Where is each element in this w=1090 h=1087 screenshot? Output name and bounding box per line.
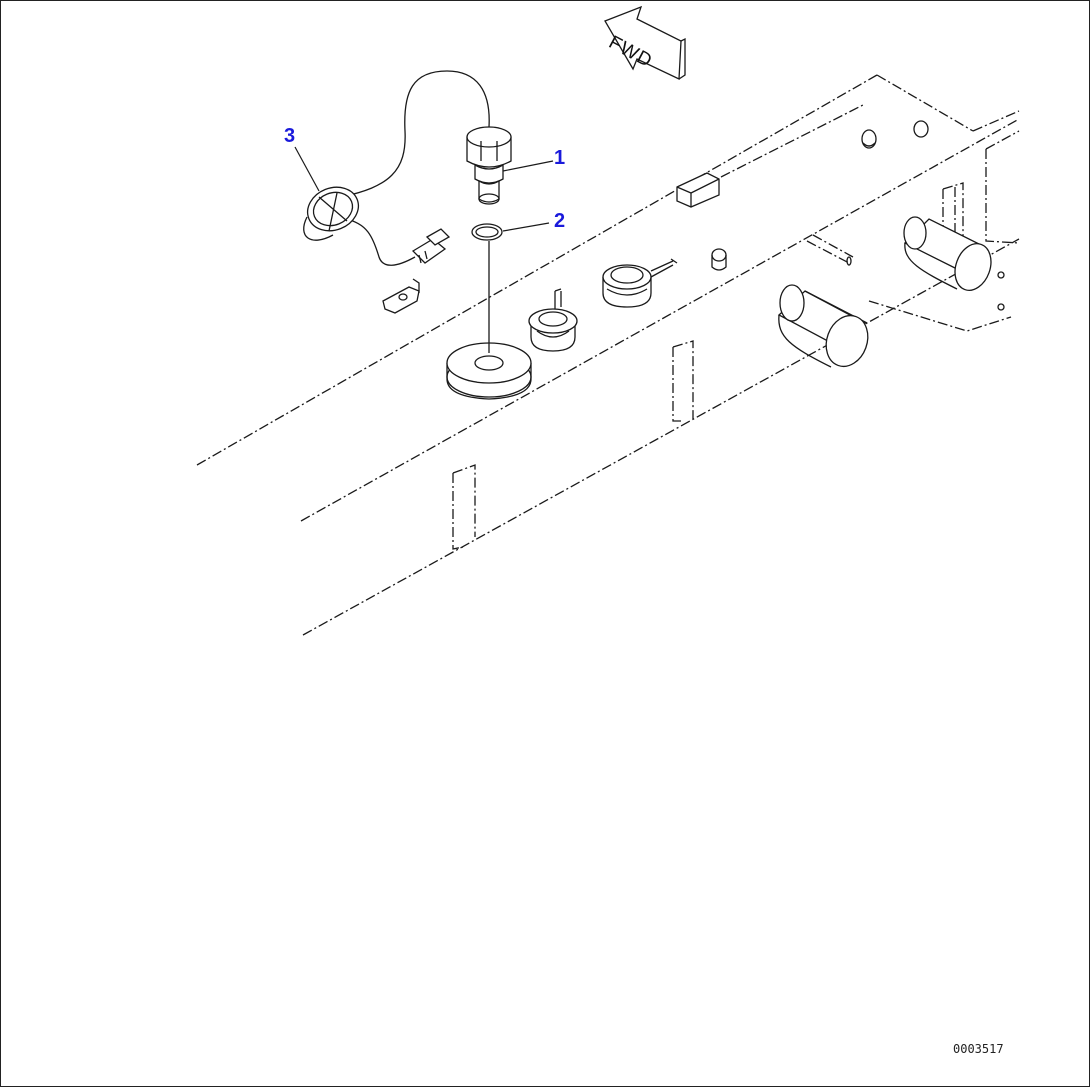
cap-left [528, 288, 578, 352]
part-1-switch [466, 126, 512, 205]
callout-3: 3 [284, 125, 296, 147]
callout-1: 1 [554, 147, 566, 169]
boss-cylinder-left [777, 284, 869, 368]
drawing-code: 0003517 [953, 1042, 1004, 1056]
boss-cylinder-right [903, 216, 992, 291]
leader-lines [294, 146, 554, 232]
part-3-harness [303, 70, 490, 314]
mounting-boss [446, 342, 532, 400]
callout-2: 2 [554, 210, 566, 232]
frame-beam [196, 74, 1020, 636]
fwd-arrow-icon [604, 5, 686, 81]
part-2-oring [471, 223, 503, 241]
cap-right [602, 258, 678, 308]
